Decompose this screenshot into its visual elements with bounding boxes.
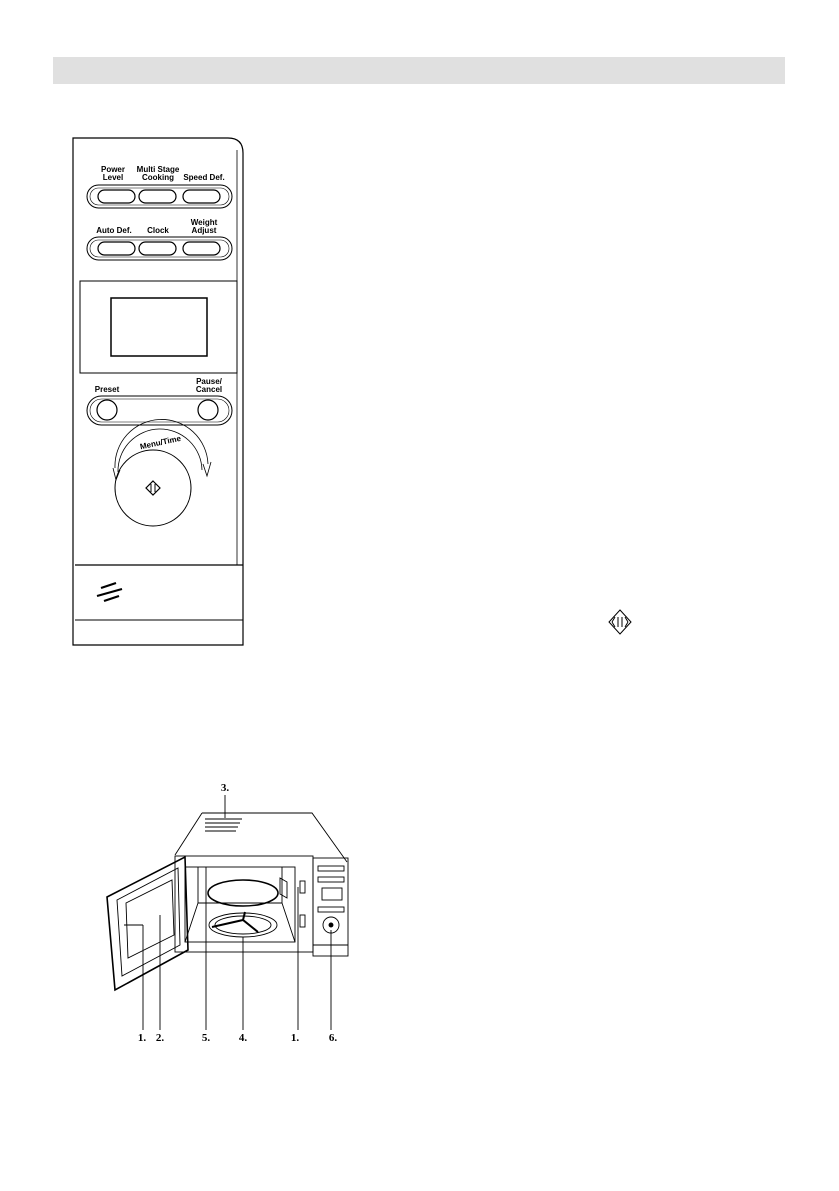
button-row-1-frame [86,184,233,209]
speed-defrost-button[interactable] [182,189,221,204]
top-vent [205,818,242,832]
start-diamond-icon [608,609,632,635]
pause-cancel-button[interactable] [197,399,219,421]
callout-3: 3. [221,782,230,794]
speed-defrost-label: Speed Def. [183,173,224,182]
menu-time-dial[interactable] [114,449,192,527]
start-diamond-icon [145,480,161,496]
preset-row-frame [86,395,233,426]
weight-adjust-button[interactable] [182,241,221,256]
door-window [125,879,175,959]
control-panel-diagram [72,137,244,646]
oven-control-panel [312,857,349,957]
multi-stage-label: Multi Stage [137,165,180,174]
multi-stage-cooking-button[interactable] [138,189,177,204]
weight-adjust-label: Weight [191,218,218,227]
preset-button[interactable] [96,399,118,421]
door-latch-hole [299,880,306,894]
callout-5: 5. [202,1032,211,1044]
microwave-callouts: 3. 1. 2. 5. 4. 1. 6. [138,782,338,1044]
pause-cancel-label-2: Cancel [196,385,222,394]
callout-6: 6. [329,1032,338,1044]
callout-1-door: 1. [138,1032,147,1044]
menu-time-label: Menu/Time [139,434,182,452]
clock-button[interactable] [138,241,177,256]
callout-1-latch: 1. [291,1032,300,1044]
oven-door [106,855,189,992]
auto-defrost-label: Auto Def. [96,226,132,235]
auto-defrost-button[interactable] [97,241,136,256]
power-level-button[interactable] [97,189,136,204]
section-header-bar [53,57,785,84]
clock-label: Clock [147,226,169,235]
callout-4: 4. [239,1032,248,1044]
panel-outline [72,137,244,646]
vent-icon [96,581,123,603]
preset-label: Preset [95,385,120,394]
display-screen [110,297,208,357]
glass-tray [207,879,279,907]
turntable-support [211,911,259,933]
callout-2: 2. [156,1032,165,1044]
weight-adjust-label-2: Adjust [192,226,217,235]
button-row-2-frame [86,236,233,261]
power-level-label: Power [101,165,125,174]
power-level-label-2: Level [103,173,123,182]
oven-front [174,855,314,953]
oven-cavity [184,866,296,943]
multi-stage-label-2: Cooking [142,173,174,182]
display-frame [79,280,238,374]
microwave-diagram [106,795,349,1030]
pause-cancel-label: Pause/ [196,377,223,386]
